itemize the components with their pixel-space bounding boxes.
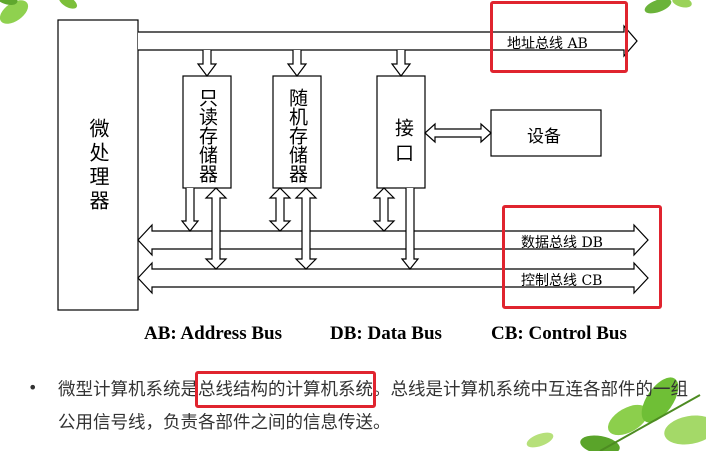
address-bus-arrow — [138, 24, 638, 58]
legend-db: DB: Data Bus — [330, 323, 442, 344]
address-bus-label: 地址总线 AB — [507, 36, 588, 52]
interface-cb-arrow — [400, 188, 420, 270]
interface-device-arrow — [424, 122, 492, 144]
interface-label-text: 接口 — [392, 118, 414, 168]
bullet-paragraph: 微型计算机系统是总线结构的计算机系统。总线是计算机系统中互连各部件的一组公用信号… — [58, 371, 698, 440]
ab-to-ram-arrow — [286, 50, 308, 77]
ram-label: 随机存储器 — [285, 88, 308, 183]
rom-db-arrow — [180, 188, 200, 232]
data-bus-arrow — [137, 223, 649, 257]
rom-cb-arrow — [204, 187, 228, 270]
legend-ab: AB: Address Bus — [144, 323, 282, 344]
ram-db-arrow — [268, 187, 292, 232]
device-label: 设备 — [527, 127, 561, 147]
bullet-highlight: 总线结构的计算机系统 — [195, 371, 376, 408]
bullet-highlight-text: 总线结构的计算机系统 — [198, 380, 373, 400]
data-control-bus-highlight — [502, 205, 662, 309]
data-bus-label: 数据总线 DB — [521, 235, 603, 251]
ram-cb-arrow — [294, 187, 318, 270]
legend-cb: CB: Control Bus — [491, 323, 627, 344]
ab-to-interface-arrow — [390, 50, 412, 77]
rom-box — [182, 75, 232, 189]
bullet-text-after: 。总线是计算机系统中互连各部件的一组公用信号线，负责各部件之间的信息传送。 — [58, 380, 688, 433]
cpu-label: 微处理器 — [84, 118, 111, 214]
control-bus-label: 控制总线 CB — [521, 273, 603, 289]
leaf-bottom-right-icon — [526, 377, 706, 451]
ram-label-text: 随机存储器 — [286, 88, 308, 183]
interface-box — [376, 75, 426, 189]
interface-label: 接口 — [389, 118, 417, 168]
rom-label-text: 只读存储器 — [196, 88, 218, 183]
leaf-top-right-icon — [644, 0, 692, 14]
bullet-text-before: 微型计算机系统是 — [58, 380, 198, 400]
bullet-highlight-box — [195, 371, 376, 408]
ab-to-rom-arrow — [196, 50, 218, 77]
rom-label: 只读存储器 — [195, 88, 218, 183]
cpu-box — [57, 19, 139, 311]
leaf-top-left-icon — [0, 0, 29, 24]
ram-box — [272, 75, 322, 189]
control-bus-arrow — [137, 261, 649, 295]
interface-db-arrow — [372, 187, 396, 232]
device-box — [490, 109, 602, 157]
leaf-top-center-icon — [58, 0, 78, 9]
cpu-label-text: 微处理器 — [86, 118, 110, 214]
bullet-dot: • — [28, 378, 38, 397]
address-bus-highlight — [490, 1, 628, 73]
